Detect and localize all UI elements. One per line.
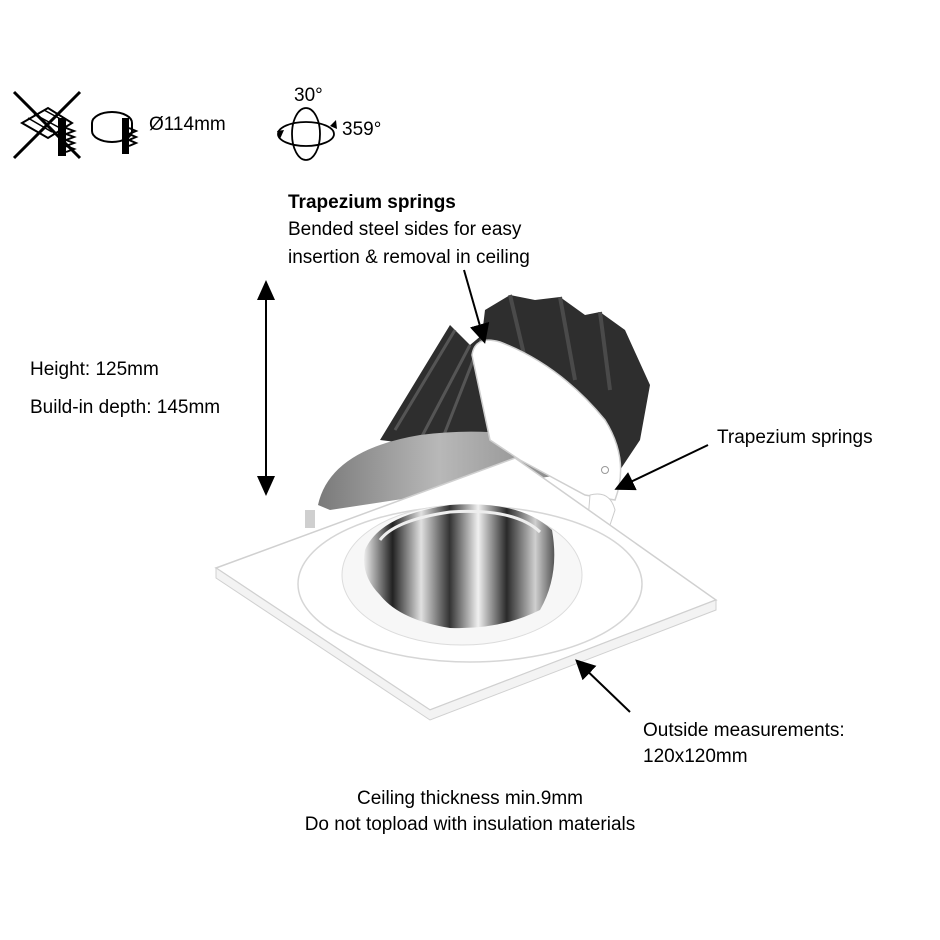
build-in-depth-label: Build-in depth: 145mm xyxy=(30,397,221,418)
top-springs-arrow xyxy=(463,269,490,344)
top-springs-desc-line1: Bended steel sides for easy xyxy=(288,219,522,240)
side-springs-label: Trapezium springs xyxy=(717,427,873,448)
height-dimension-arrow xyxy=(257,280,275,496)
outside-measurements-line1: Outside measurements: xyxy=(643,720,845,741)
tilt-angle-label: 30° xyxy=(294,85,323,106)
ceiling-cutout-icon xyxy=(91,111,139,154)
reflector xyxy=(364,504,555,629)
ceiling-note-line2: Do not topload with insulation materials xyxy=(304,814,636,835)
outside-measurements-line2: 120x120mm xyxy=(643,746,748,767)
no-insulation-covering-icon xyxy=(12,90,82,160)
icon-row xyxy=(12,90,337,161)
top-springs-desc-line2: insertion & removal in ceiling xyxy=(288,247,530,268)
tilt-rotate-icon xyxy=(277,107,337,161)
outside-measurement-arrow xyxy=(575,659,631,713)
side-springs-arrow xyxy=(614,444,709,491)
rotation-angle-label: 359° xyxy=(342,119,382,140)
height-label: Height: 125mm xyxy=(30,359,159,380)
ceiling-note-line1: Ceiling thickness min.9mm xyxy=(357,788,583,809)
cutout-label: Ø114mm xyxy=(149,114,226,135)
gimbal-ring xyxy=(318,431,560,510)
top-springs-title: Trapezium springs xyxy=(288,192,456,213)
